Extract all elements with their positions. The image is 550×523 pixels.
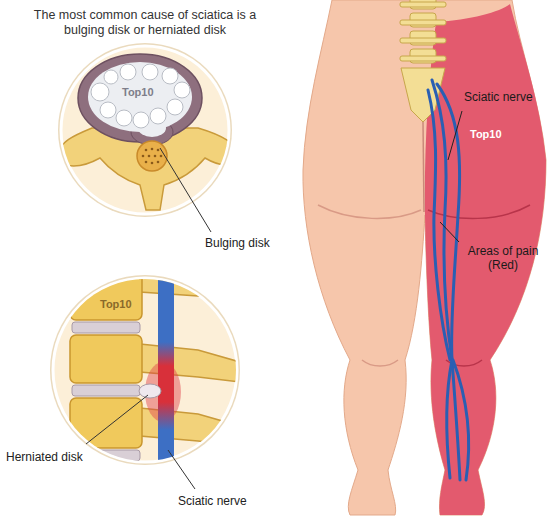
text-holder: Sciatic nerve (464, 90, 533, 104)
spinal-cord (151, 148, 154, 151)
vertebral-body (70, 398, 142, 448)
leader-line (86, 395, 148, 444)
nucleus-texture (174, 82, 190, 98)
nucleus-texture (142, 64, 158, 80)
spine (400, 38, 446, 43)
vertebral-body (70, 208, 142, 256)
disk-nucleus (88, 62, 192, 132)
nucleus-texture (104, 70, 118, 84)
part-label: Sciatic nerve (178, 494, 247, 508)
body-figure (303, 0, 546, 515)
nucleus-texture (133, 112, 149, 128)
nucleus-texture (150, 108, 166, 124)
text-holder: Top10 (470, 128, 502, 141)
leader-line (440, 111, 462, 242)
herniation (139, 384, 161, 398)
nucleus-texture (91, 83, 109, 101)
herniated-disk-inset (70, 208, 240, 503)
nerve-root (158, 270, 174, 470)
spinal-cord (157, 161, 160, 164)
leader-line (448, 111, 462, 160)
bulging-disk-inset (58, 43, 238, 217)
nucleus-texture (116, 110, 132, 126)
sciatic-nerve (453, 360, 469, 480)
part-label: Herniated disk (6, 450, 83, 464)
spinal-cord (137, 141, 167, 171)
intervertebral-disk (72, 258, 140, 461)
herniated-disk-inset (50, 275, 240, 465)
spinal-cord (151, 162, 154, 165)
posterior-process (140, 262, 240, 302)
skin (303, 0, 546, 515)
leader-line (168, 450, 195, 489)
nucleus-texture (167, 99, 183, 115)
text-holder: The most common cause of sciatica is a b… (25, 8, 265, 38)
bulging-disk-inset (58, 54, 238, 210)
text-holder: Top10 (100, 298, 132, 311)
spinal-cord (137, 141, 167, 171)
watermark: Top10 (100, 298, 132, 311)
posterior-process (140, 262, 240, 446)
leader-line (86, 148, 211, 489)
vertebral-body (70, 270, 142, 320)
spinal-cord (157, 149, 160, 152)
spinal-cord (142, 155, 145, 158)
skin-fold (362, 360, 398, 366)
part-label: Sciatic nerve (464, 90, 533, 104)
intervertebral-disk (72, 258, 140, 268)
vertebral-body (70, 335, 142, 383)
spine (400, 56, 446, 61)
intervertebral-disk (72, 322, 140, 333)
spine (400, 20, 446, 25)
spinal-cord (142, 148, 163, 165)
nucleus-texture (91, 64, 190, 128)
nucleus-texture (120, 64, 136, 80)
leader-line (160, 148, 211, 232)
title: The most common cause of sciatica is a b… (25, 8, 265, 38)
text-holder: Areas of pain (Red) (462, 244, 544, 273)
nucleus-texture (162, 68, 178, 84)
leader-line (440, 222, 459, 242)
spinal-cord (145, 161, 148, 164)
text-holder: Herniated disk (6, 450, 83, 464)
part-label: Areas of pain (Red) (462, 244, 544, 273)
text-holder: Bulging disk (205, 236, 270, 250)
sciatic-nerve (447, 360, 453, 478)
spine (400, 2, 446, 7)
skin-fold (423, 122, 424, 212)
spinal-cord (148, 155, 151, 158)
part-label: Bulging disk (205, 236, 270, 250)
sciatic-nerve (428, 80, 469, 480)
pain-area (425, 4, 546, 515)
spinal-cord (145, 149, 148, 152)
spinal-cord (154, 155, 157, 158)
nucleus-texture (100, 102, 116, 118)
watermark: Top10 (470, 128, 502, 141)
skin-fold (318, 205, 421, 218)
sciatic-nerve (428, 90, 450, 360)
text-holder: Top10 (122, 86, 154, 99)
spine (401, 68, 445, 122)
disk-annulus (78, 54, 202, 142)
spinal-cord (160, 155, 163, 158)
text-holder: Sciatic nerve (178, 494, 247, 508)
watermark: Top10 (122, 86, 154, 99)
intervertebral-disk (72, 385, 140, 396)
vertebral-body (70, 463, 142, 503)
